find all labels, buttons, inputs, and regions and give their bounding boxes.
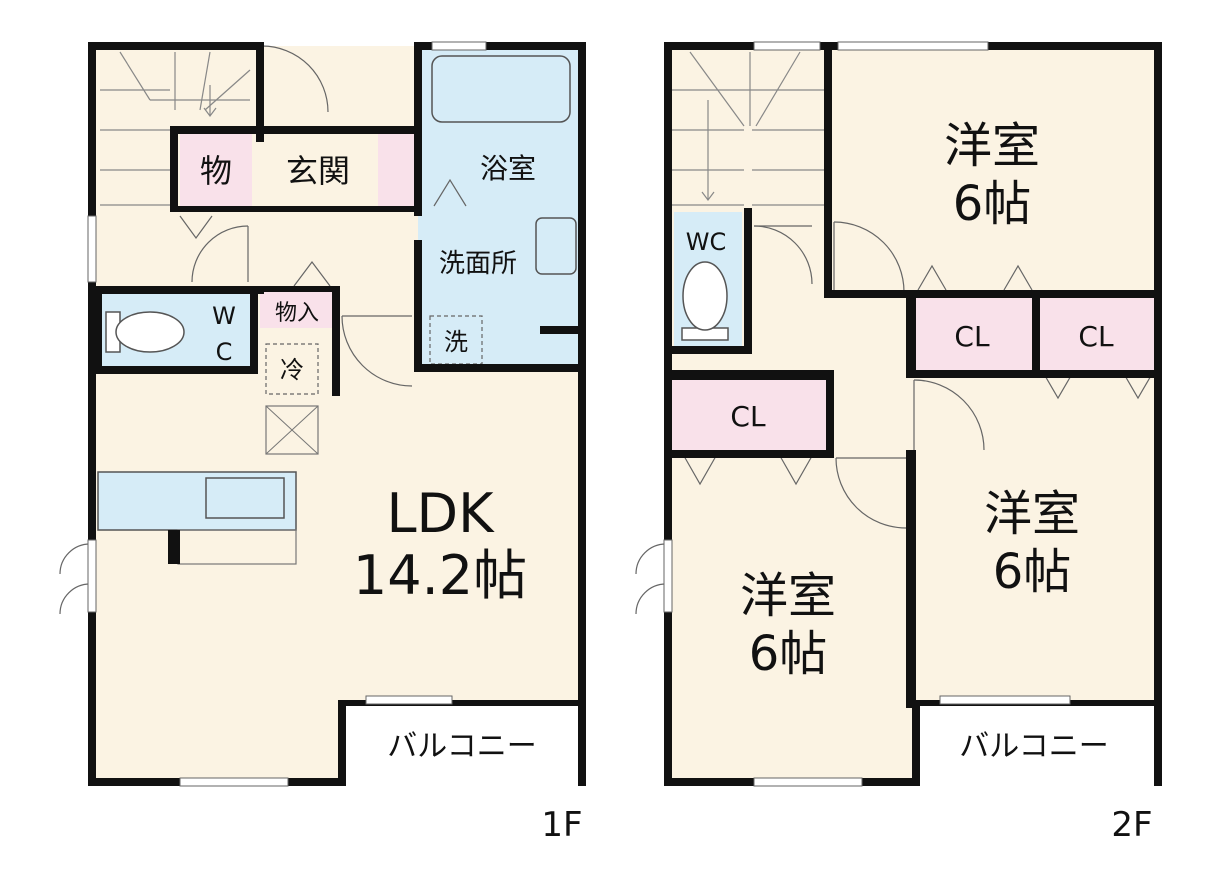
- vanity: [535, 217, 577, 275]
- windows-1f: [87, 41, 487, 787]
- floor1-balcony-area: [342, 700, 582, 782]
- label-entrance: 玄関: [286, 152, 350, 190]
- label-room-ne: 洋室: [944, 118, 1040, 174]
- closet-b-area: [1040, 294, 1154, 370]
- label-ldk-size: 14.2帖: [353, 544, 527, 607]
- floor2-balcony-area: [916, 700, 1158, 782]
- fridge-space: [265, 343, 319, 395]
- floor-label-1f: 1F: [541, 805, 582, 845]
- toilet2-bowl: [682, 261, 728, 331]
- closet1-area: [260, 292, 334, 328]
- label-room-sw-size: 6帖: [749, 626, 828, 682]
- label-room-se-size: 6帖: [993, 544, 1072, 600]
- label-room-sw: 洋室: [740, 568, 836, 624]
- bathtub: [431, 55, 571, 123]
- label-closet: 物入: [275, 301, 319, 326]
- label-toilet-w: W: [212, 302, 236, 330]
- label-closet-a: CL: [954, 320, 990, 353]
- label-closet-b: CL: [1078, 320, 1114, 353]
- floor-1: 物 玄関 浴室 洗面所 洗 W C 物入 冷 LDK 14.2帖 バルコニー 1…: [59, 41, 586, 845]
- label-storage: 物: [200, 152, 232, 190]
- entrance-shoe-area: [378, 134, 414, 208]
- label-closet-c: CL: [730, 400, 766, 433]
- windows-2f: [663, 41, 1071, 787]
- label-balcony-2f: バルコニー: [959, 729, 1108, 764]
- label-washer: 洗: [444, 328, 468, 356]
- door-swings-2f: [635, 221, 1153, 615]
- label-room-ne-size: 6帖: [953, 176, 1032, 232]
- label-toilet-2f: WC: [686, 228, 727, 256]
- storage-area: [180, 134, 252, 208]
- label-room-se: 洋室: [984, 486, 1080, 542]
- label-washroom: 洗面所: [439, 249, 517, 279]
- closet-c-area: [672, 380, 826, 450]
- floor-2: WC 洋室 6帖 CL CL CL 洋室 6帖 洋室 6帖 バルコニー 2F: [635, 41, 1162, 845]
- pantry-box-cross: [265, 405, 319, 455]
- label-toilet-c: C: [216, 338, 233, 366]
- label-balcony-1f: バルコニー: [387, 729, 536, 764]
- floor-label-2f: 2F: [1111, 805, 1152, 845]
- kitchen-sink: [205, 477, 285, 519]
- walls-1f: [88, 42, 586, 786]
- pantry-box: [265, 405, 319, 455]
- label-ldk: LDK: [386, 482, 495, 545]
- label-fridge: 冷: [280, 356, 304, 384]
- label-bathroom: 浴室: [480, 152, 536, 185]
- stairs-2f: [672, 51, 824, 206]
- stairs-1f: [100, 51, 251, 206]
- toilet1-bowl: [115, 311, 185, 353]
- closet-a-area: [914, 294, 1032, 370]
